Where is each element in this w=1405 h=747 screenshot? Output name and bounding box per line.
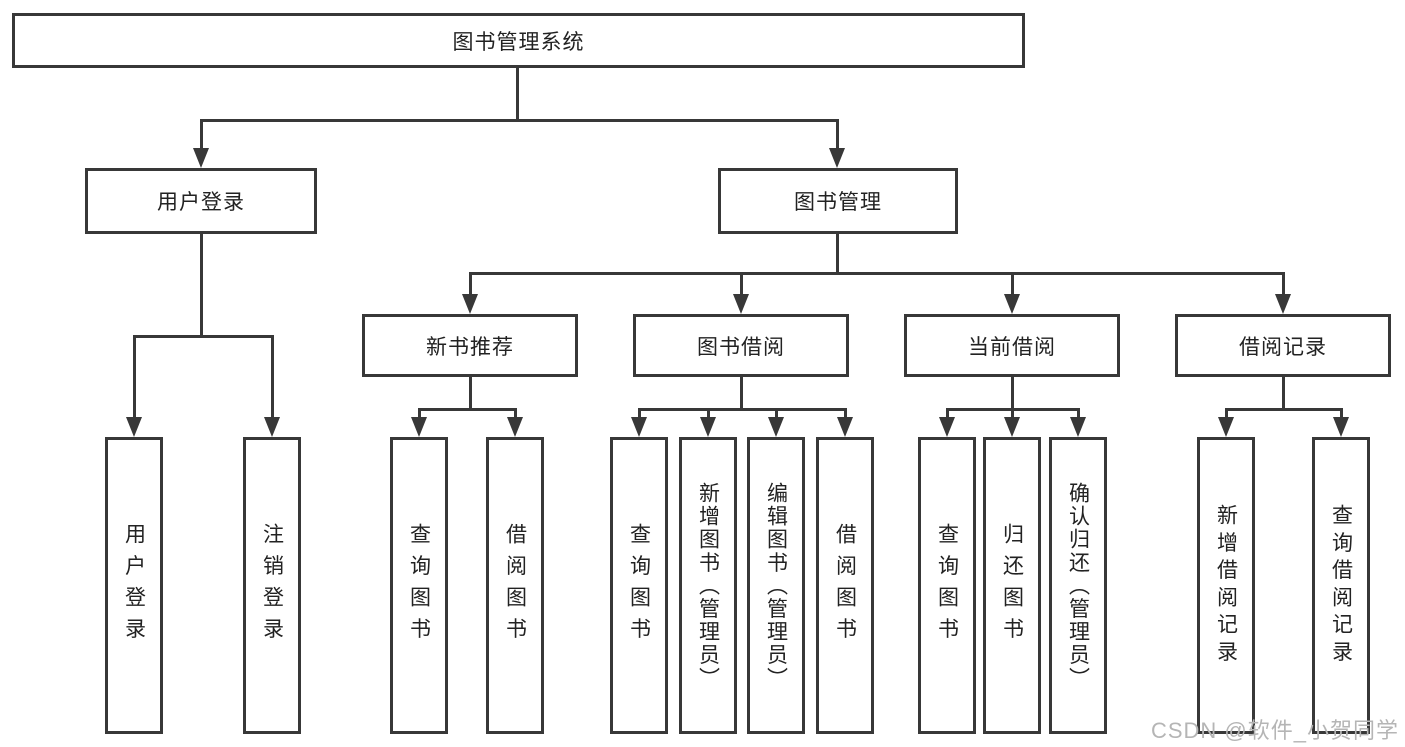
arrow-down-icon	[631, 417, 647, 437]
leaf-query-borrow-record: 查询借阅记录	[1312, 437, 1370, 734]
arrow-down-icon	[829, 148, 845, 168]
csdn-watermark: CSDN @软件_小贺同学	[1150, 718, 1399, 743]
connector-to-leaf	[638, 408, 641, 417]
leaf-add-books-admin: 新增图书（管理员）	[679, 437, 737, 734]
arrow-down-icon	[837, 417, 853, 437]
arrow-down-icon	[264, 417, 280, 437]
node-root: 图书管理系统	[12, 13, 1025, 68]
arrow-down-icon	[733, 294, 749, 314]
leaf-edit-books-admin-label: 编辑图书（管理员）	[764, 481, 788, 690]
connector-to-current	[1011, 272, 1014, 294]
leaf-user-login: 用户登录	[105, 437, 163, 734]
node-current: 当前借阅	[904, 314, 1120, 377]
leaf-borrow-books-1-label: 借阅图书	[503, 522, 527, 649]
connector-to-leaf	[775, 408, 778, 417]
leaf-query-books-3: 查询图书	[918, 437, 976, 734]
node-user-login-label: 用户登录	[157, 191, 245, 214]
arrow-down-icon	[768, 417, 784, 437]
connector-book-mgmt-stub	[836, 234, 839, 272]
connector-root-stub	[516, 68, 519, 119]
connector-to-book-mgmt	[836, 119, 839, 148]
connector-to-user-login	[200, 119, 203, 148]
arrow-down-icon	[1333, 417, 1349, 437]
connector-book-mgmt-branch	[469, 272, 1285, 275]
leaf-add-borrow-record: 新增借阅记录	[1197, 437, 1255, 734]
connector-new-books-branch	[418, 408, 517, 411]
connector-to-leaf	[946, 408, 949, 417]
arrow-down-icon	[939, 417, 955, 437]
connector-to-leaf	[1077, 408, 1080, 417]
leaf-borrow-books-1: 借阅图书	[486, 437, 544, 734]
arrow-down-icon	[1275, 294, 1291, 314]
connector-current-stub	[1011, 377, 1014, 408]
node-book-mgmt-label: 图书管理	[794, 191, 882, 214]
leaf-logout-label: 注销登录	[260, 522, 284, 649]
node-new-books: 新书推荐	[362, 314, 578, 377]
arrow-down-icon	[1004, 294, 1020, 314]
leaf-query-borrow-record-label: 查询借阅记录	[1329, 503, 1353, 668]
leaf-query-books-2-label: 查询图书	[627, 522, 651, 649]
node-records-label: 借阅记录	[1239, 335, 1327, 359]
node-user-login: 用户登录	[85, 168, 317, 234]
connector-to-records	[1282, 272, 1285, 294]
connector-to-leaf	[844, 408, 847, 417]
node-borrowing: 图书借阅	[633, 314, 849, 377]
arrow-down-icon	[700, 417, 716, 437]
connector-to-leaf	[1225, 408, 1228, 417]
leaf-confirm-return-admin: 确认归还（管理员）	[1049, 437, 1107, 734]
leaf-query-books-2: 查询图书	[610, 437, 668, 734]
connector-borrowing-branch	[638, 408, 847, 411]
leaf-edit-books-admin: 编辑图书（管理员）	[747, 437, 805, 734]
node-borrowing-label: 图书借阅	[697, 335, 785, 359]
connector-user-login-stub	[200, 234, 203, 335]
node-records: 借阅记录	[1175, 314, 1391, 377]
connector-to-new-books	[469, 272, 472, 294]
node-root-label: 图书管理系统	[452, 30, 585, 54]
leaf-add-books-admin-label: 新增图书（管理员）	[696, 481, 720, 690]
arrow-down-icon	[1004, 417, 1020, 437]
connector-records-stub	[1282, 377, 1285, 408]
connector-to-leaf	[133, 335, 136, 417]
connector-to-leaf	[418, 408, 421, 417]
leaf-return-books: 归还图书	[983, 437, 1041, 734]
connector-records-branch	[1225, 408, 1343, 411]
node-current-label: 当前借阅	[968, 335, 1056, 359]
arrow-down-icon	[1218, 417, 1234, 437]
node-book-mgmt: 图书管理	[718, 168, 958, 234]
connector-borrowing-stub	[740, 377, 743, 408]
leaf-confirm-return-admin-label: 确认归还（管理员）	[1066, 481, 1090, 690]
connector-to-leaf	[271, 335, 274, 417]
connector-to-leaf	[707, 408, 710, 417]
connector-to-leaf	[1340, 408, 1343, 417]
leaf-return-books-label: 归还图书	[1000, 522, 1024, 649]
connector-root-branch	[201, 119, 838, 122]
leaf-logout: 注销登录	[243, 437, 301, 734]
connector-user-login-branch	[133, 335, 274, 338]
arrow-down-icon	[411, 417, 427, 437]
arrow-down-icon	[462, 294, 478, 314]
node-new-books-label: 新书推荐	[426, 335, 514, 359]
leaf-query-books-1: 查询图书	[390, 437, 448, 734]
arrow-down-icon	[507, 417, 523, 437]
arrow-down-icon	[126, 417, 142, 437]
leaf-query-books-1-label: 查询图书	[407, 522, 431, 649]
connector-new-books-stub	[469, 377, 472, 408]
leaf-borrow-books-2: 借阅图书	[816, 437, 874, 734]
leaf-user-login-label: 用户登录	[122, 522, 146, 649]
connector-to-leaf	[514, 408, 517, 417]
leaf-borrow-books-2-label: 借阅图书	[833, 522, 857, 649]
leaf-add-borrow-record-label: 新增借阅记录	[1214, 503, 1238, 668]
leaf-query-books-3-label: 查询图书	[935, 522, 959, 649]
arrow-down-icon	[1070, 417, 1086, 437]
connector-to-leaf	[1011, 408, 1014, 417]
connector-to-borrowing	[740, 272, 743, 294]
arrow-down-icon	[193, 148, 209, 168]
